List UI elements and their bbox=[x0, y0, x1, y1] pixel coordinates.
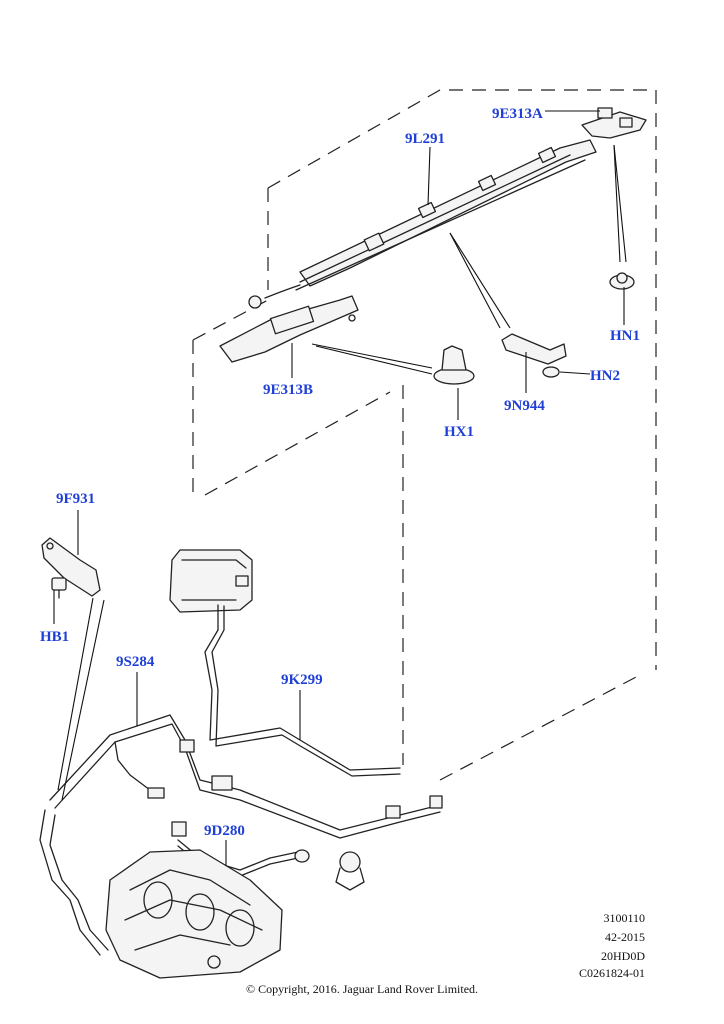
bracket-9n944 bbox=[501, 333, 567, 365]
label-hx1: HX1 bbox=[444, 424, 474, 440]
canister-component bbox=[169, 549, 253, 613]
label-9e313b: 9E313B bbox=[263, 382, 313, 398]
reference-code: 20HD0D bbox=[601, 949, 645, 963]
valve-component bbox=[335, 851, 365, 891]
nut-hn2 bbox=[542, 366, 560, 378]
label-9s284: 9S284 bbox=[116, 654, 155, 670]
label-9f931: 9F931 bbox=[56, 491, 95, 507]
label-hn1: HN1 bbox=[610, 328, 640, 344]
copyright-notice: © Copyright, 2016. Jaguar Land Rover Lim… bbox=[245, 982, 479, 996]
pipe-harness-9s284 bbox=[39, 714, 443, 956]
nut-hn1 bbox=[609, 272, 635, 290]
reference-date: 42-2015 bbox=[605, 930, 645, 944]
bracket-9e313a bbox=[581, 107, 647, 139]
intake-manifold bbox=[105, 849, 283, 979]
leader-lines bbox=[53, 110, 627, 866]
dashed-boundary bbox=[192, 89, 657, 781]
label-hb1: HB1 bbox=[40, 629, 69, 645]
label-9e313a: 9E313A bbox=[492, 106, 543, 122]
label-9d280: 9D280 bbox=[204, 823, 245, 839]
label-9k299: 9K299 bbox=[281, 672, 323, 688]
hose-9k299 bbox=[204, 604, 401, 777]
label-hn2: HN2 bbox=[590, 368, 620, 384]
reference-number: 3100110 bbox=[603, 911, 645, 925]
label-9n944: 9N944 bbox=[504, 398, 545, 414]
illustration-id: C0261824-01 bbox=[579, 966, 645, 980]
pipe-assembly-9l291 bbox=[248, 139, 597, 309]
clip-hx1 bbox=[433, 345, 475, 385]
bracket-9f931 bbox=[41, 537, 101, 597]
label-9l291: 9L291 bbox=[405, 131, 445, 147]
bracket-9e313b bbox=[219, 295, 359, 363]
bolt-hb1 bbox=[51, 577, 67, 599]
